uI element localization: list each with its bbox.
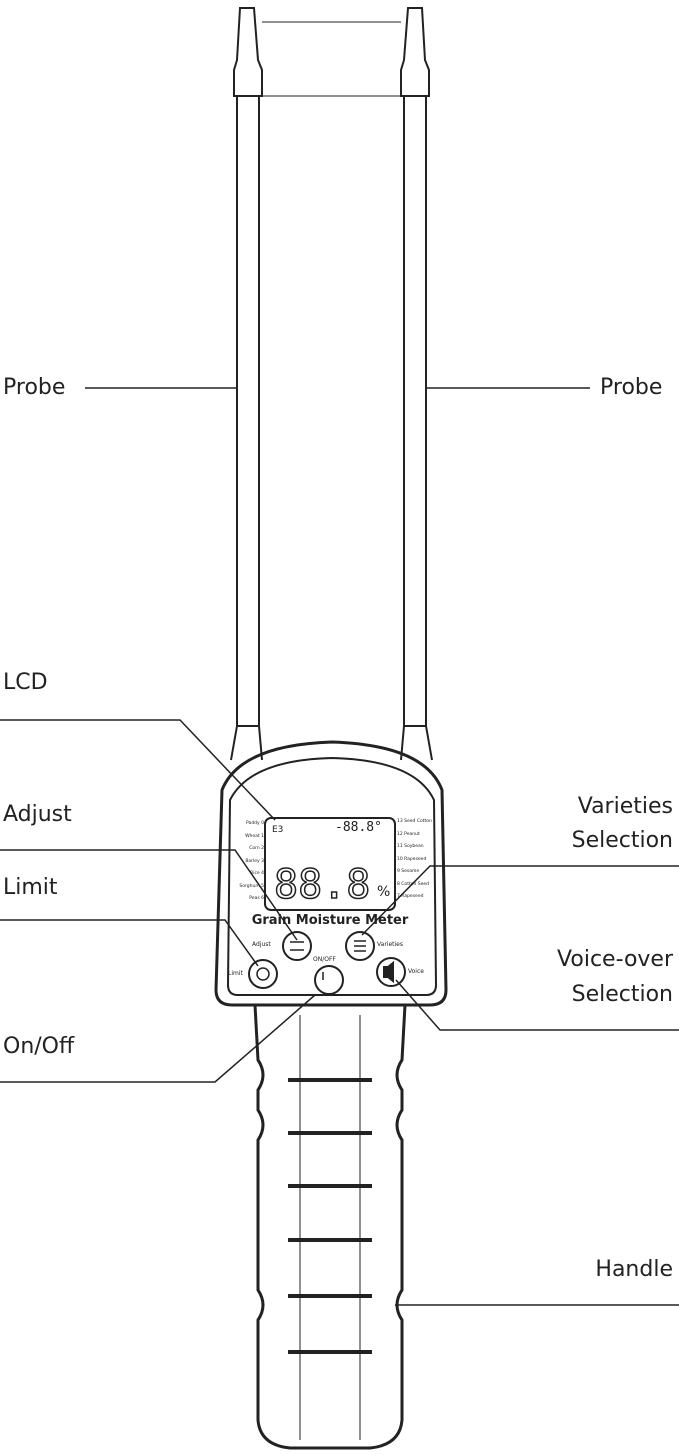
voice-button [376,957,406,987]
label-adjust: Adjust [3,802,72,827]
grain-item: 9 Sesame [397,869,420,874]
grain-item: 8 Cotton Seed [397,881,430,887]
temp-unit: ° [374,820,382,835]
lcd-screen [264,817,396,911]
temp-value: -88.8 [335,820,375,835]
probe-right [400,7,430,727]
label-probe-left: Probe [3,375,66,400]
varieties-button [345,931,375,961]
onoff-button-label: ON/OFF [313,956,336,963]
probe-left [233,7,263,727]
label-varieties-line1: Varieties [577,794,673,819]
label-voice-line2: Selection [571,982,673,1007]
adjust-button-label: Adjust [252,941,271,948]
lcd-reading: 88.8 [274,862,370,908]
voice-button-label: Voice [408,968,424,975]
grain-item: Paddy 0 [246,821,264,826]
left-grain-list: Paddy 0 Wheat 1 Corn 2 Barley 3 Rice 4 S… [232,818,264,906]
label-voice-line1: Voice-over [557,947,673,972]
device-head [214,740,448,1007]
grain-item: 12 Peanut [397,831,420,837]
grain-item: Peas 6 [249,896,264,901]
grain-item: 13 Seed Cotton [397,819,432,824]
lcd-unit: % [377,884,391,900]
lcd-temperature: -88.8° [335,820,382,835]
grain-item: Sorghum 5 [239,883,264,889]
adjust-button [282,931,312,961]
label-probe-right: Probe [600,375,663,400]
right-grain-list: 13 Seed Cotton 12 Peanut 11 Soybean 10 R… [397,816,432,904]
grain-item: 7 Rapeseed [397,894,424,899]
grain-item: 10 Rapeseed [397,856,427,862]
grain-item: Barley 3 [245,858,264,864]
handle [253,1004,407,1450]
label-limit: Limit [3,875,58,900]
label-on-off: On/Off [3,1034,75,1059]
onoff-button [314,965,344,995]
grain-item: 11 Soybean [397,844,424,849]
grain-item: Wheat 1 [245,833,264,839]
label-varieties-line2: Selection [571,828,673,853]
grain-item: Corn 2 [249,846,264,851]
label-handle: Handle [595,1257,673,1282]
limit-button-label: Limit [228,970,243,977]
limit-button [248,959,278,989]
lcd-code: E3 [272,825,283,835]
varieties-button-label: Varieties [377,941,403,948]
label-lcd: LCD [3,670,48,695]
grain-item: Rice 4 [250,871,264,876]
device-title: Grain Moisture Meter [251,913,409,928]
